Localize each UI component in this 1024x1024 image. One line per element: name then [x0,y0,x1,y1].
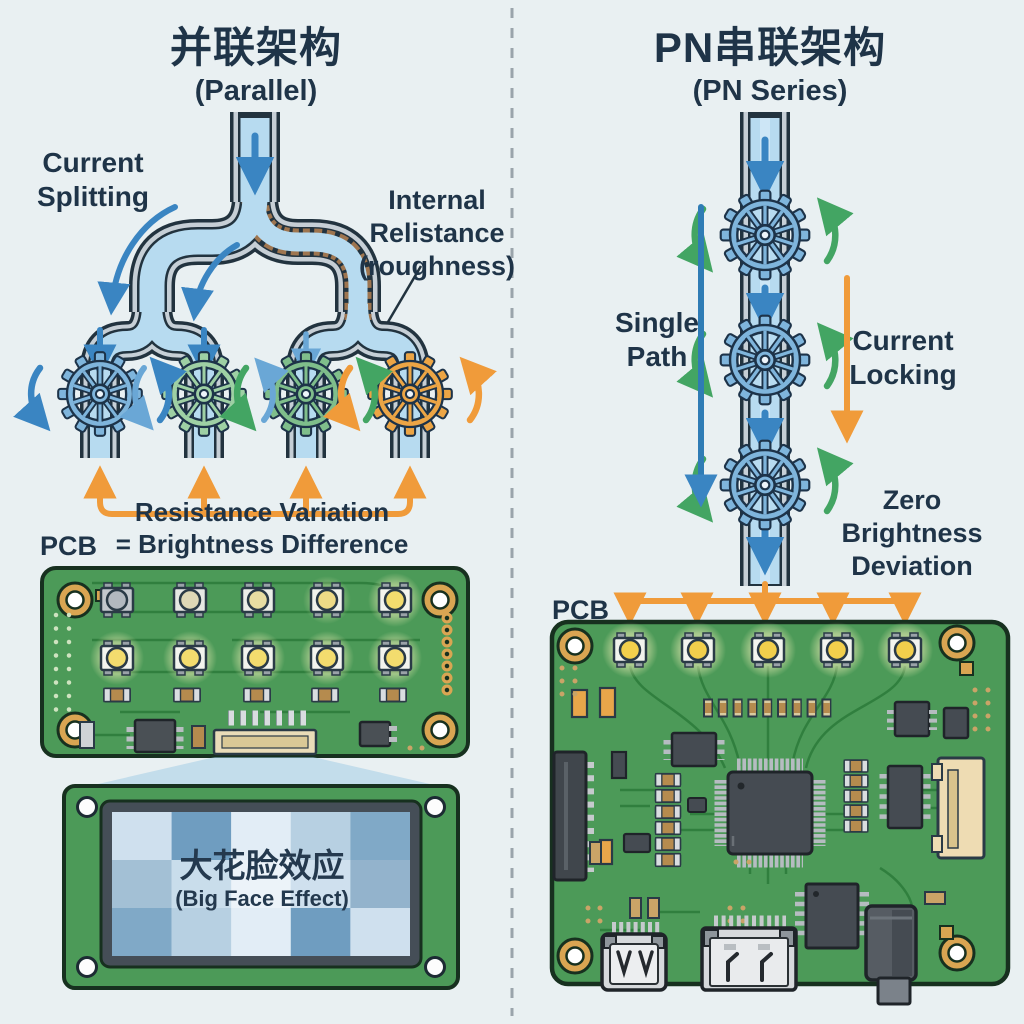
led-icon [99,581,135,619]
capacitor-icon [647,897,660,919]
screw-icon [76,956,98,978]
led-icon [172,639,208,677]
led-icon [240,581,276,619]
resistor-icon [311,687,339,703]
parallel-pcb [40,566,470,758]
display-module [62,784,460,990]
led-icon [309,639,345,677]
soic-chip-icon [887,700,937,738]
resistor-icon [843,759,869,773]
capacitor-icon [191,725,206,749]
mura-screen [112,812,410,956]
resistor-icon [843,789,869,803]
resistor-icon [103,687,131,703]
soic-chip-icon [126,718,184,754]
led-icon [377,639,413,677]
series-pcb [549,619,1011,1006]
board-connector-icon [212,710,318,756]
waterwheel-blue-icon [721,191,810,280]
usb-connector-icon [600,922,668,992]
led-icon [680,631,716,669]
sot-component-icon [942,706,970,740]
soic-chip-icon [879,764,931,830]
screw-icon [76,796,98,818]
led-icon [99,639,135,677]
led-icon [750,631,786,669]
mcu-chip-icon [714,758,826,868]
resistor-icon [654,820,682,836]
capacitor-icon [598,686,617,719]
jst-connector-icon [931,756,986,860]
led-icon [309,581,345,619]
soic-chip-icon [663,731,725,768]
led-icon [612,631,648,669]
zoom-beam [72,757,456,790]
led-icon [377,581,413,619]
soic-chip-icon [795,882,869,950]
zero-brightness-label: Zero Brightness Deviation [841,485,983,581]
side-connector-icon [552,750,594,882]
waterwheel-green-icon [162,352,246,436]
capacitor-icon [570,688,589,719]
left-panel-subtitle: (Parallel) [194,75,318,107]
current-splitting-label: Current Splitting [37,147,149,213]
capacitor-icon [610,750,628,780]
resistor-icon [654,836,682,852]
sot-component-icon [358,720,397,748]
waterwheel-green2-icon [264,352,348,436]
resistor-icon [379,687,407,703]
resistor-icon [173,687,201,703]
left-pcb-label: PCB [40,531,98,561]
waterwheel-blue-icon [721,316,810,405]
resistor-icon [843,804,869,818]
resistor-icon [843,819,869,833]
variation-bracket [100,477,427,517]
resistor-icon [654,788,682,804]
led-icon [240,639,276,677]
screw-icon [424,796,446,818]
flow-arrows-left [83,132,322,379]
resistor-icon [243,687,271,703]
screen-effect-subtitle: (Big Face Effect) [175,886,349,911]
roughness-leader-line [386,265,423,323]
single-path-label: Single Path [614,307,700,373]
wheel-rotation-arrows-left [13,356,497,432]
led-icon [887,631,923,669]
distribution-arrows [613,581,922,626]
hdmi-connector-icon [700,915,798,992]
capacitor-icon [79,721,95,749]
right-panel-subtitle: (PN Series) [692,75,848,107]
screw-icon [424,956,446,978]
waterwheel-blue-icon [721,441,810,530]
current-locking-label: Current Locking [849,325,957,391]
series-waterwheels [721,191,810,530]
right-panel-title: PN串联架构 [653,24,887,71]
led-icon [819,631,855,669]
resistance-variation-label: Resistance Variation = Brightness Differ… [115,497,409,559]
resistor-icon [654,804,682,820]
internal-resistance-label: Internal Relistance (roughness) [358,185,516,281]
resistor-icon [654,852,682,868]
led-icon [172,581,208,619]
waterwheel-orange-icon [368,352,452,436]
left-panel-title: 并联架构 [169,24,343,71]
capacitor-icon [629,897,642,919]
screen-effect-title: 大花脸效应 [179,847,345,884]
resistor-icon [654,772,682,788]
power-jack-icon [864,904,918,1006]
resistor-icon [843,774,869,788]
waterwheel-blue-icon [58,352,142,436]
right-pcb-label: PCB [552,595,610,625]
